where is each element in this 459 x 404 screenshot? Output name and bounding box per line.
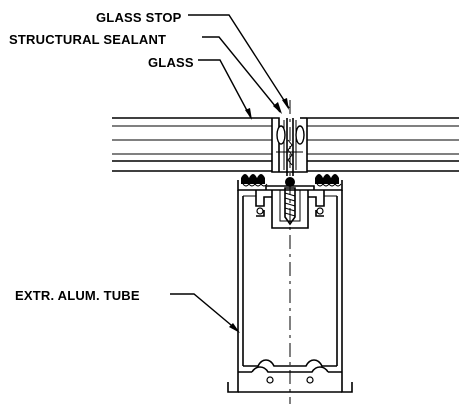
structural-sealant-label: STRUCTURAL SEALANT bbox=[9, 32, 166, 47]
structural-sealant-joint bbox=[271, 117, 308, 173]
glass-stop-leader bbox=[188, 14, 290, 110]
extr-alum-tube-label: EXTR. ALUM. TUBE bbox=[15, 288, 140, 303]
glass-label: GLASS bbox=[148, 55, 194, 70]
structural-sealant-leader bbox=[202, 36, 282, 114]
glass-stop-label: GLASS STOP bbox=[96, 10, 182, 25]
glass-lites bbox=[112, 117, 459, 172]
glass-leader bbox=[198, 59, 252, 120]
extr-alum-tube-leader bbox=[170, 293, 240, 333]
setting-gaskets bbox=[241, 174, 342, 187]
